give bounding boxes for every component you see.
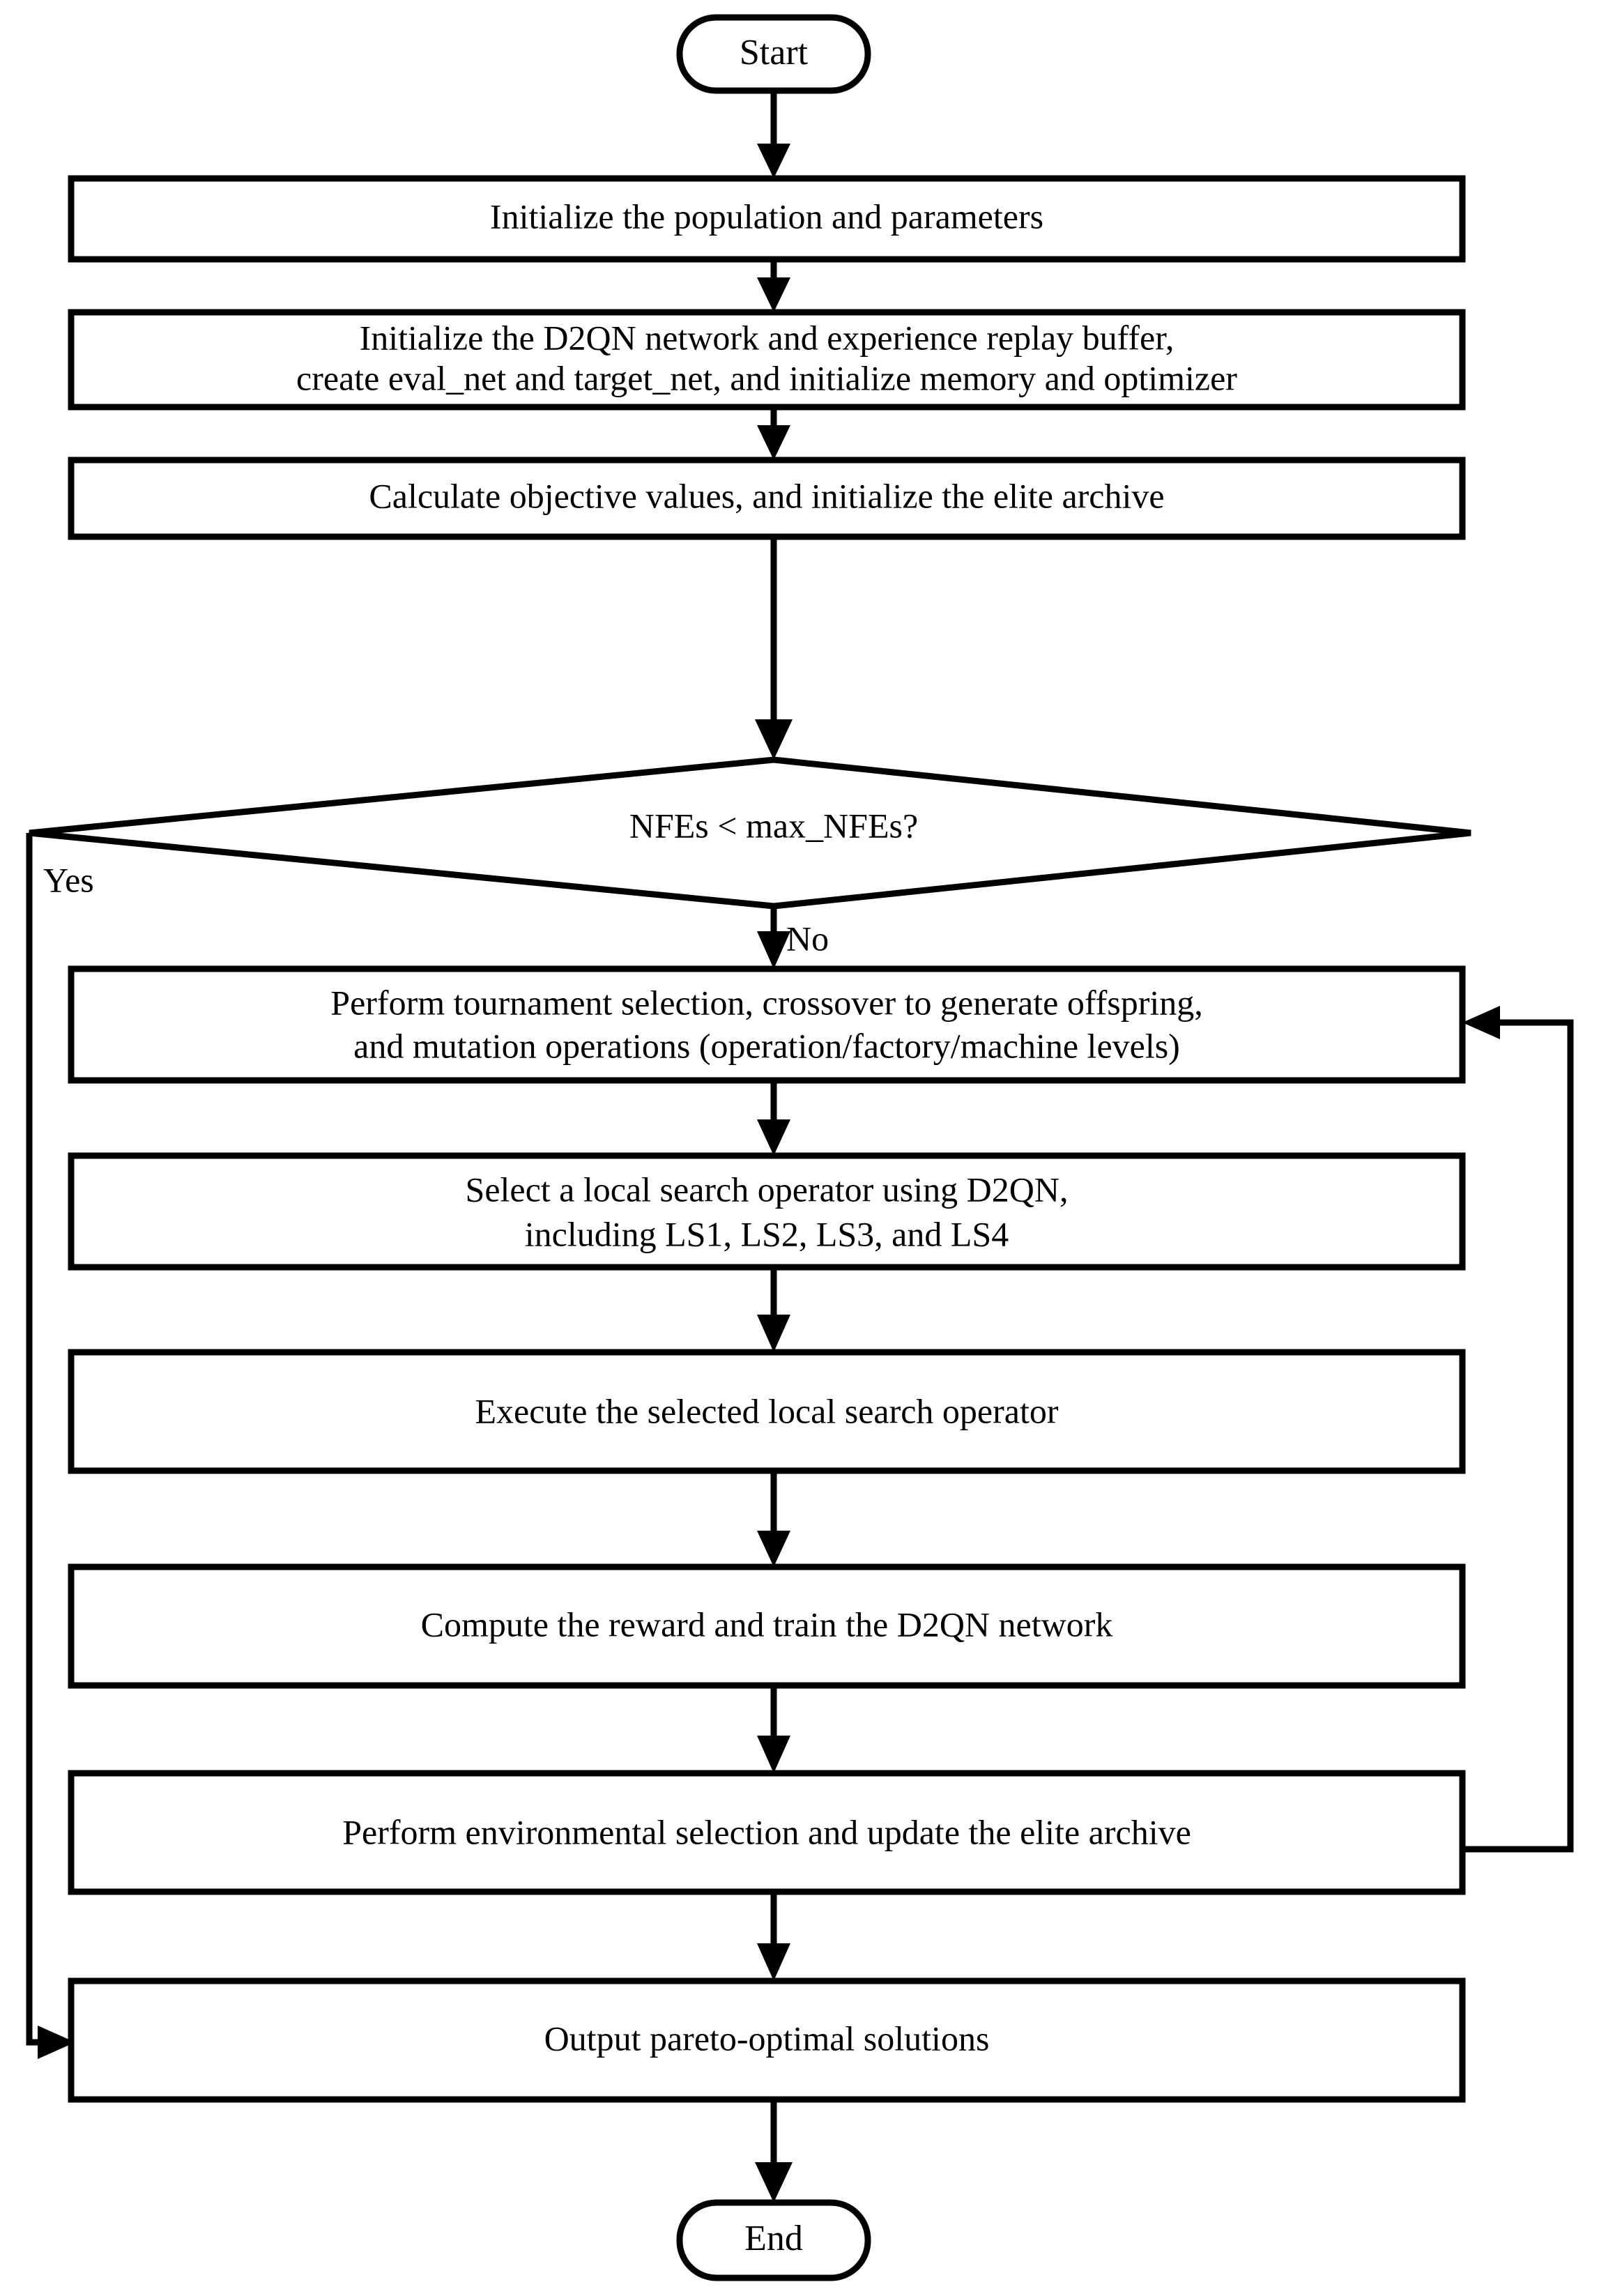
edge-select-to-execute — [757, 1267, 790, 1352]
edge-environmental-selection-to-tournament-feedback — [1462, 1006, 1574, 1853]
arrowhead-icon — [757, 144, 790, 178]
nfes-decision-label: NFEs < max_NFEs? — [629, 806, 918, 845]
node-calc-objectives[interactable]: Calculate objective values, and initiali… — [68, 457, 1466, 540]
end-label: End — [744, 2219, 803, 2258]
compute-reward-box — [68, 1563, 1466, 1689]
arrowhead-icon — [757, 1315, 790, 1352]
environmental-selection-label-line-1: Perform environmental selection and upda… — [342, 1812, 1191, 1851]
init-population-label-line-1: Initialize the population and parameters — [490, 197, 1043, 236]
edge-compute-reward-to-environmental-selection — [757, 1685, 790, 1773]
node-select-local-search[interactable]: Select a local search operator using D2Q… — [68, 1152, 1466, 1271]
arrowhead-icon — [757, 1531, 790, 1567]
tournament-selection-box — [68, 965, 1466, 1084]
output-solutions-box — [68, 1977, 1466, 2103]
arrowhead-icon — [757, 425, 790, 460]
arrowhead-icon — [757, 1943, 790, 1981]
start-label: Start — [740, 33, 809, 72]
select-local-search-box — [68, 1152, 1466, 1271]
edge-start-to-init-population — [757, 91, 790, 178]
edge-calc-objectives-to-decision — [755, 537, 793, 760]
edge-execute-to-compute-reward — [757, 1471, 790, 1567]
connector-line — [1462, 1019, 1574, 1853]
init-network-label-line-1: Initialize the D2QN network and experien… — [360, 318, 1175, 357]
node-init-population[interactable]: Initialize the population and parameters — [68, 175, 1466, 263]
edge-tournament-to-select-local-search — [757, 1080, 790, 1156]
end-terminal-shape — [676, 2199, 871, 2281]
arrowhead-icon — [755, 2162, 793, 2203]
node-end[interactable]: End — [676, 2199, 871, 2281]
execute-local-search-label-line-1: Execute the selected local search operat… — [475, 1391, 1058, 1430]
output-solutions-label-line-1: Output pareto-optimal solutions — [544, 2019, 990, 2058]
arrowhead-icon — [757, 277, 790, 312]
init-network-label-line-2: create eval_net and target_net, and init… — [296, 358, 1237, 397]
edge-init-population-to-init-network — [757, 259, 790, 312]
select-local-search-label-line-2: including LS1, LS2, LS3, and LS4 — [525, 1214, 1009, 1253]
node-init-network[interactable]: Initialize the D2QN network and experien… — [68, 309, 1466, 411]
compute-reward-label-line-1: Compute the reward and train the D2QN ne… — [421, 1605, 1113, 1644]
arrowhead-icon — [757, 1736, 790, 1773]
edge-environmental-selection-to-output — [757, 1892, 790, 1981]
select-local-search-label-line-1: Select a local search operator using D2Q… — [466, 1170, 1069, 1209]
edge-label-no: No — [786, 919, 829, 958]
init-network-box — [68, 309, 1466, 411]
arrowhead-icon — [1462, 1006, 1500, 1039]
edge-decision-to-output-yes: Yes — [26, 833, 94, 2059]
connector-line — [26, 833, 50, 2046]
init-population-box — [68, 175, 1466, 263]
edge-decision-to-tournament-no: No — [757, 906, 829, 969]
node-start[interactable]: Start — [676, 14, 871, 94]
node-compute-reward[interactable]: Compute the reward and train the D2QN ne… — [68, 1563, 1466, 1689]
node-output-solutions[interactable]: Output pareto-optimal solutions — [68, 1977, 1466, 2103]
environmental-selection-box — [68, 1770, 1466, 1895]
node-tournament-selection[interactable]: Perform tournament selection, crossover … — [68, 965, 1466, 1084]
node-environmental-selection[interactable]: Perform environmental selection and upda… — [68, 1770, 1466, 1895]
node-execute-local-search[interactable]: Execute the selected local search operat… — [68, 1349, 1466, 1474]
calc-objectives-label-line-1: Calculate objective values, and initiali… — [369, 476, 1164, 515]
edge-init-network-to-calc-objectives — [757, 407, 790, 460]
calc-objectives-box — [68, 457, 1466, 540]
tournament-selection-label-line-1: Perform tournament selection, crossover … — [330, 983, 1202, 1022]
arrowhead-icon — [757, 931, 790, 969]
arrowhead-icon — [757, 1119, 790, 1156]
execute-local-search-box — [68, 1349, 1466, 1474]
edge-label-yes: Yes — [43, 860, 94, 899]
edge-output-to-end — [755, 2099, 793, 2203]
node-nfes-decision[interactable]: NFEs < max_NFEs? — [29, 756, 1471, 910]
tournament-selection-label-line-2: and mutation operations (operation/facto… — [353, 1026, 1180, 1065]
arrowhead-icon — [38, 2026, 75, 2059]
arrowhead-icon — [755, 719, 793, 760]
